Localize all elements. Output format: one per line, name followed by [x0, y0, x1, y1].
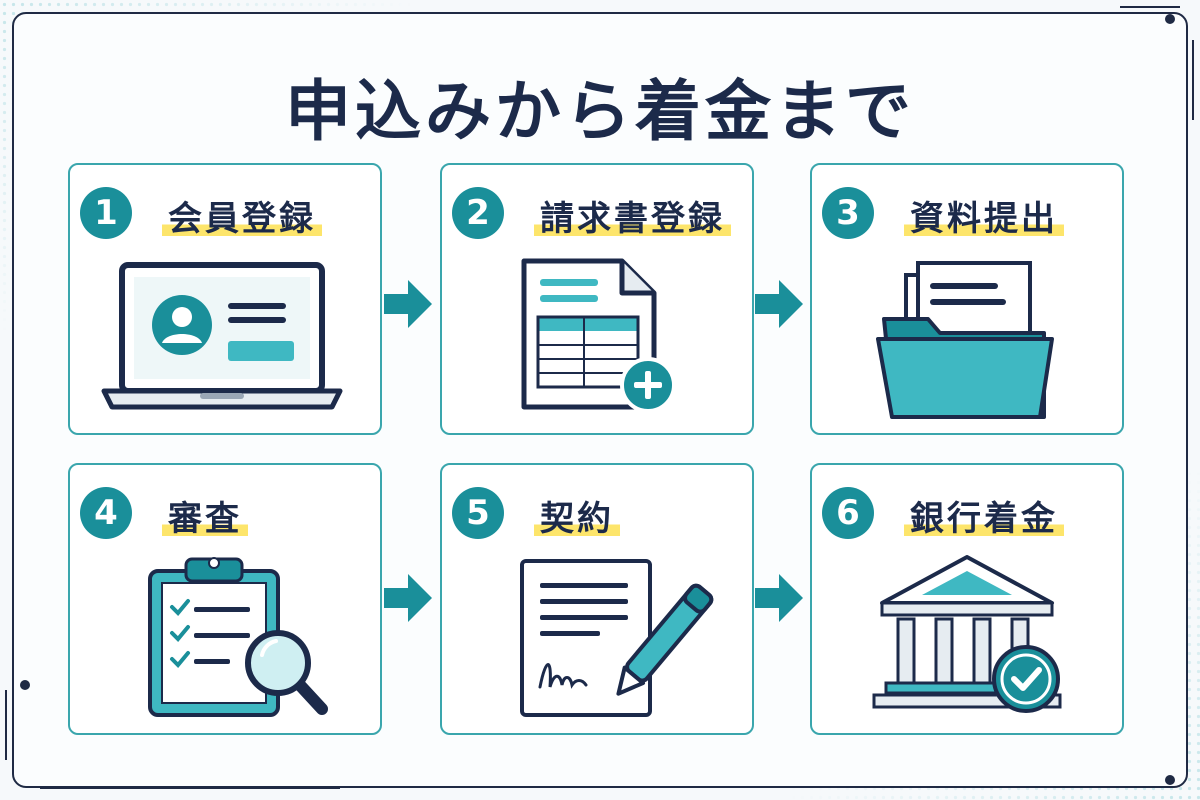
step-label: 請求書登録 [534, 191, 731, 240]
step-number-badge: 5 [452, 487, 504, 539]
step-card-2: 2 請求書登録 [440, 163, 754, 435]
corner-line-right [1192, 40, 1194, 120]
step-label: 資料提出 [904, 191, 1064, 240]
step-number-badge: 4 [80, 487, 132, 539]
folder-documents-icon [876, 261, 1054, 419]
step-number-badge: 3 [822, 187, 874, 239]
corner-dot-bottom-right [1165, 775, 1175, 785]
step-number-badge: 1 [80, 187, 132, 239]
step-card-1: 1 会員登録 [68, 163, 382, 435]
step-number-badge: 6 [822, 487, 874, 539]
arrow-right-icon [755, 574, 803, 622]
laptop-profile-icon [101, 262, 343, 410]
arrow-right-icon [384, 574, 432, 622]
step-label: 銀行着金 [904, 491, 1064, 540]
bank-check-icon [872, 555, 1062, 713]
step-card-6: 6 銀行着金 [810, 463, 1124, 735]
page-title: 申込みから着金まで [285, 73, 915, 150]
step-card-4: 4 審査 [68, 463, 382, 735]
step-label: 審査 [162, 491, 248, 540]
step-header: 6 銀行着金 [822, 487, 1116, 540]
clipboard-magnifier-icon [148, 557, 328, 717]
corner-line-top [1120, 6, 1180, 8]
contract-pen-icon [520, 559, 714, 717]
step-card-3: 3 資料提出 [810, 163, 1124, 435]
arrow-right-icon [384, 280, 432, 328]
corner-line-left [5, 690, 7, 760]
corner-dot-top-right [1165, 14, 1175, 24]
step-label: 契約 [534, 491, 620, 540]
step-header: 2 請求書登録 [452, 187, 746, 240]
step-card-5: 5 契約 [440, 463, 754, 735]
step-number-badge: 2 [452, 187, 504, 239]
step-header: 3 資料提出 [822, 187, 1116, 240]
step-header: 4 審査 [80, 487, 374, 540]
step-header: 5 契約 [452, 487, 746, 540]
step-label: 会員登録 [162, 191, 322, 240]
invoice-add-icon [521, 258, 676, 413]
corner-dot-left [20, 680, 30, 690]
arrow-right-icon [755, 280, 803, 328]
step-header: 1 会員登録 [80, 187, 374, 240]
corner-line-bottom [40, 787, 340, 789]
